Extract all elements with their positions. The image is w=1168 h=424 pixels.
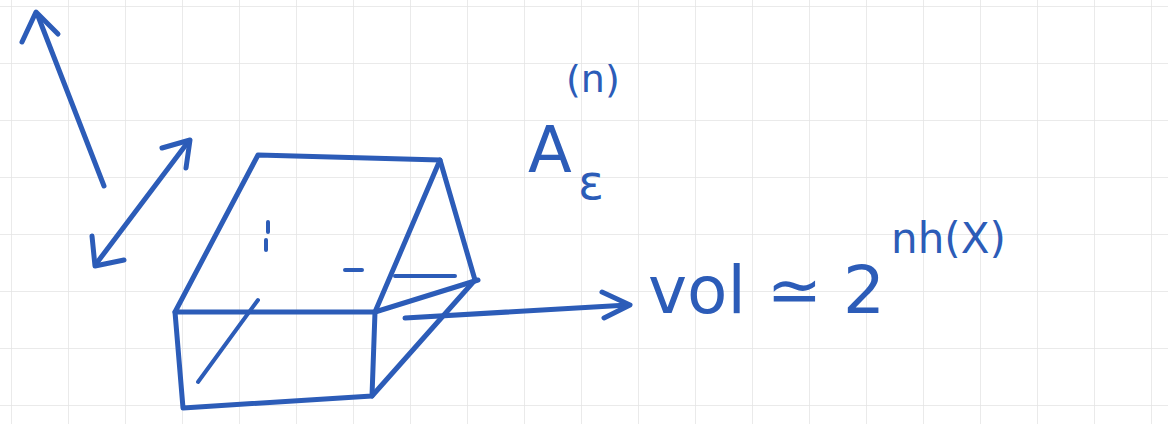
arrow-head xyxy=(92,236,124,266)
box-edge xyxy=(375,280,478,312)
double-arrow xyxy=(96,142,188,264)
arrow-head xyxy=(162,140,190,168)
arrow-head xyxy=(22,12,58,42)
box-top-face xyxy=(175,155,440,312)
box-front-face xyxy=(175,312,375,408)
hidden-edge xyxy=(198,222,268,382)
subscript: ε xyxy=(578,158,604,206)
exponent: nh(X) xyxy=(891,218,1006,260)
hidden-edge xyxy=(345,270,455,276)
volume-formula: vol ≃ 2 xyxy=(648,258,885,324)
direction-arrow xyxy=(38,16,104,186)
set-symbol: A xyxy=(528,118,572,182)
leader-arrow xyxy=(405,305,628,318)
superscript: (n) xyxy=(566,60,620,98)
arrow-head xyxy=(602,292,630,318)
